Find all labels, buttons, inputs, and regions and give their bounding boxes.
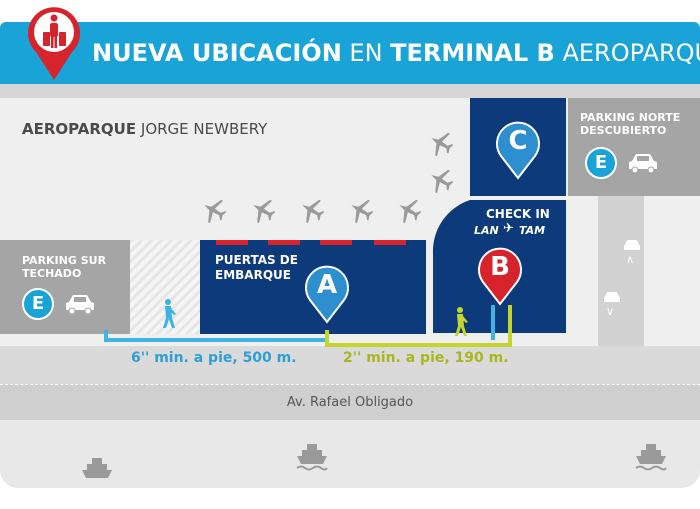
page-title: NUEVA UBICACIÓN EN TERMINAL B AEROPARQUE: [92, 36, 700, 70]
walk-route-blue: [104, 330, 329, 342]
title-connector: EN: [341, 39, 391, 67]
parking-south-line1: PARKING SUR: [22, 254, 107, 267]
pedestrian-icon: [163, 299, 176, 328]
marker-c-label: C: [508, 126, 528, 156]
map-top-band: [0, 84, 700, 98]
parking-access-road: [598, 196, 644, 346]
car-icon: [66, 295, 94, 315]
gates-label-line2: EMBARQUE: [215, 268, 291, 282]
car-icon: [629, 154, 657, 174]
ferry-icon: [635, 443, 667, 471]
parking-south-badge-letter: E: [31, 293, 45, 314]
ferry-icon: [296, 443, 328, 471]
sidewalk: [0, 346, 700, 384]
parking-north-line1: PARKING NORTE: [580, 111, 681, 124]
river: [0, 420, 700, 488]
airline-logo-lan: LAN: [474, 224, 499, 237]
walking-routes: [104, 299, 512, 347]
car-front-icon: [604, 292, 620, 302]
parking-south-line2: TECHADO: [22, 267, 82, 280]
car-front-icon: [624, 240, 640, 250]
marker-c-pin-icon: [496, 121, 540, 180]
pedestrian-icon: [455, 307, 468, 336]
parking-south-block: [0, 240, 130, 334]
header-bar: [0, 22, 700, 84]
ferry-icon: [81, 457, 113, 478]
gate-marker: [216, 240, 248, 245]
checkin-label: CHECK IN: [486, 207, 550, 221]
marker-a-label: A: [316, 270, 338, 300]
marker-b-pin-icon: [478, 247, 522, 306]
walk-time-blue: 6'' min. a pie, 500 m.: [131, 350, 297, 366]
marker-a-pin-icon: [305, 265, 349, 324]
parking-south-badge: E: [22, 288, 54, 320]
star-icon: ✈: [503, 221, 514, 236]
direction-up-icon: ∧: [626, 253, 635, 266]
road: [0, 384, 700, 421]
ferry-icons: [81, 443, 667, 478]
airline-logo-tam: TAM: [519, 224, 546, 237]
parking-north-badge: E: [585, 147, 617, 179]
road-name: Av. Rafael Obligado: [286, 395, 414, 410]
marker-b-label: B: [490, 252, 510, 282]
direction-down-icon: ∨: [606, 305, 615, 318]
location-pin-icon: [28, 7, 81, 81]
title-bold-terminal: TERMINAL B: [390, 39, 555, 67]
walk-route-green: [325, 305, 512, 347]
gate-marker: [268, 240, 300, 245]
airport-name-bold: AEROPARQUE: [22, 120, 137, 138]
title-bold-location: NUEVA UBICACIÓN: [92, 39, 342, 67]
title-airport: AEROPARQUE: [562, 39, 700, 67]
airport-name: AEROPARQUE JORGE NEWBERY: [22, 120, 267, 138]
hatched-area: [130, 240, 200, 334]
parking-north-badge-letter: E: [594, 152, 608, 173]
walk-time-green: 2'' min. a pie, 190 m.: [343, 350, 509, 366]
parking-north-block: [568, 98, 700, 196]
airport-name-rest: JORGE NEWBERY: [136, 120, 268, 138]
gate-marker: [320, 240, 352, 245]
gate-marker: [374, 240, 406, 245]
gates-label-line1: PUERTAS DE: [215, 253, 298, 267]
parking-north-line2: DESCUBIERTO: [580, 124, 667, 137]
